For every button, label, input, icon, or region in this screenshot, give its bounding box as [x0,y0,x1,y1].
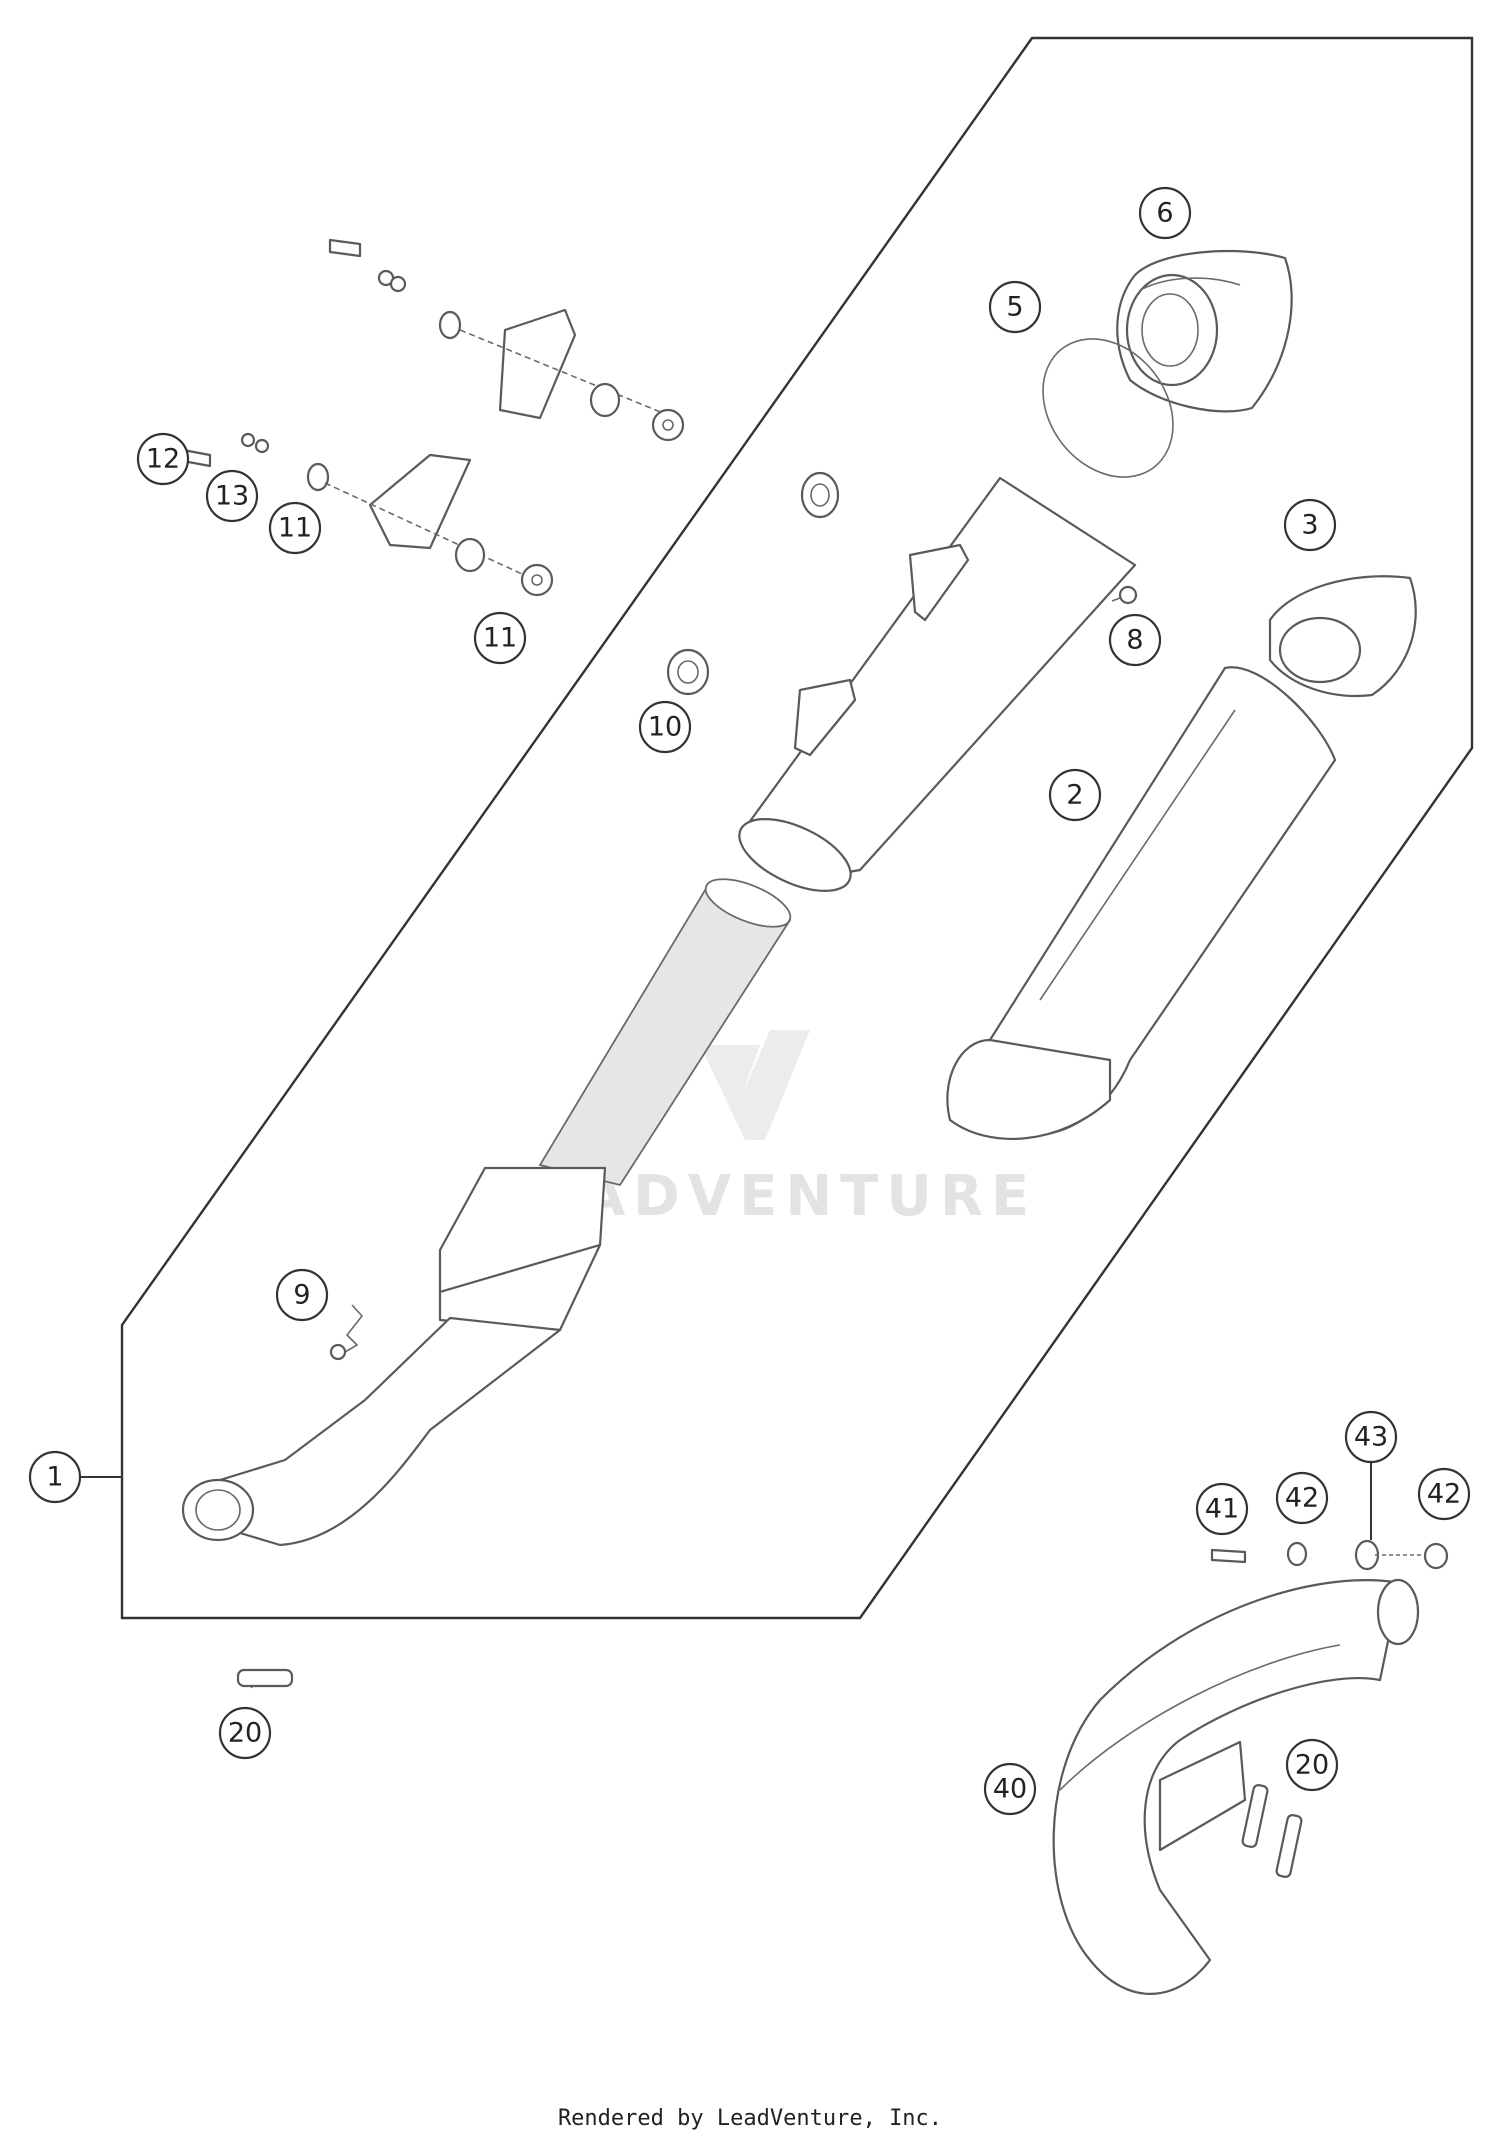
callout-9-label: 9 [293,1280,310,1311]
callout-42-left-label: 42 [1285,1483,1319,1514]
watermark-logo [700,1030,810,1140]
callout-12: 12 [136,432,190,486]
callout-40-label: 40 [993,1774,1027,1805]
callout-13-label: 13 [215,481,249,512]
callout-1: 1 [28,1450,82,1504]
callout-6-label: 6 [1156,198,1173,229]
callout-1-label: 1 [46,1462,63,1493]
callout-3: 3 [1283,498,1337,552]
spring-hook-9 [329,1304,364,1361]
callout-43-label: 43 [1354,1422,1388,1453]
o-ring-5 [1042,338,1174,478]
spring-20-left [236,1668,294,1689]
callout-11-lower-label: 11 [483,623,517,654]
callout-20-left-label: 20 [228,1718,262,1749]
callout-11-upper: 11 [268,501,322,555]
grommet-10 [666,648,710,696]
callout-10: 10 [638,700,692,754]
grommet-upper [800,471,840,519]
callout-42-right-label: 42 [1427,1479,1461,1510]
screw-8 [1111,585,1138,605]
callout-2-label: 2 [1066,780,1083,811]
callout-43: 43 [1344,1410,1398,1464]
callout-41: 41 [1195,1482,1249,1536]
callout-20-left: 20 [218,1706,272,1760]
header-pipe-40 [1052,1578,1420,1995]
callout-5: 5 [988,280,1042,334]
callout-8-label: 8 [1126,625,1143,656]
silencer-shell-2 [946,666,1337,1140]
header-cone-pipe [181,1166,607,1547]
callout-8: 8 [1108,613,1162,667]
callout-2: 2 [1048,768,1102,822]
callout-11-lower: 11 [473,611,527,665]
callout-10-label: 10 [648,712,682,743]
callout-3-label: 3 [1301,510,1318,541]
callout-20-right-label: 20 [1295,1750,1329,1781]
callout-5-label: 5 [1006,292,1023,323]
callout-9: 9 [275,1268,329,1322]
callout-20-right: 20 [1285,1738,1339,1792]
upper-bracket-assembly [328,238,685,442]
callout-40: 40 [983,1762,1037,1816]
callout-11-upper-label: 11 [278,513,312,544]
springs-20-right [1241,1784,1303,1878]
header-mount-hardware [1210,1452,1449,1571]
callout-41-label: 41 [1205,1494,1239,1525]
silencer-inner-tube [738,476,1137,892]
assembly-1-frame [120,36,1474,1620]
callout-42-right: 42 [1417,1467,1471,1521]
callout-42-left: 42 [1275,1471,1329,1525]
perforated-mesh-tube [538,878,792,1187]
lower-bracket-assembly [181,432,554,597]
rendered-by-footer: Rendered by LeadVenture, Inc. [557,2106,943,2131]
callout-13: 13 [205,469,259,523]
callout-6: 6 [1138,186,1192,240]
end-cap-3 [1268,575,1417,697]
callout-12-label: 12 [146,444,180,475]
end-cap-6 [1116,250,1293,413]
